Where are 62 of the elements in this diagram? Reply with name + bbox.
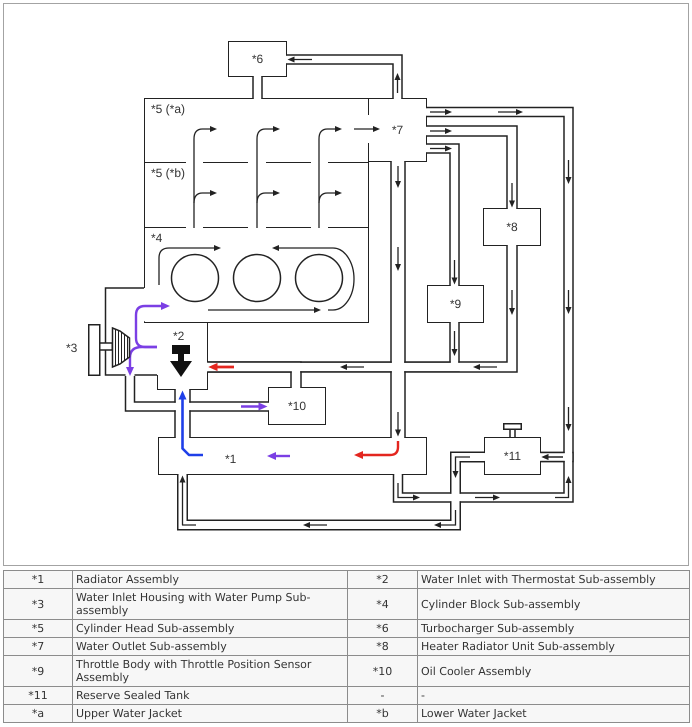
callout-number: *7 — [392, 123, 404, 137]
coolant-pipe — [427, 143, 460, 285]
callout-number: *10 — [288, 399, 306, 413]
coolant-pipe — [287, 54, 403, 98]
coolant-pipe — [177, 452, 484, 530]
part-name-cell: - — [418, 686, 690, 704]
part-name-cell: Water Inlet Housing with Water Pump Sub-assembly — [72, 588, 348, 620]
part-number-cell: *b — [348, 704, 418, 722]
arrow — [318, 190, 342, 228]
part-name-cell: Cylinder Block Sub-assembly — [418, 588, 690, 620]
part-number-cell: *2 — [348, 570, 418, 588]
arrow — [256, 190, 280, 228]
part-number-cell: - — [348, 686, 418, 704]
component-box — [228, 41, 287, 77]
callout-number: *6 — [252, 52, 264, 66]
part-name-cell: Upper Water Jacket — [72, 704, 348, 722]
callout-number: *4 — [151, 231, 162, 245]
coolant-pipe — [124, 376, 268, 412]
part-name-cell: Oil Cooler Assembly — [418, 656, 690, 686]
component-box — [158, 437, 427, 475]
part-number-cell: *11 — [4, 686, 72, 704]
coolant-pipe — [174, 390, 203, 456]
part-number-cell: *1 — [4, 570, 72, 588]
part-name-cell: Lower Water Jacket — [418, 704, 690, 722]
part-number-cell: *8 — [348, 638, 418, 656]
part-number-cell: *6 — [348, 620, 418, 638]
arrow — [354, 126, 380, 132]
coolant-pipe — [427, 125, 518, 208]
component-box — [484, 437, 541, 475]
callout-number: *1 — [225, 452, 236, 466]
callout-number: *8 — [506, 220, 518, 234]
coolant-pipe — [392, 452, 574, 503]
callout-number: *5 (*b) — [151, 166, 186, 180]
part-name-cell: Radiator Assembly — [72, 570, 348, 588]
part-name-cell: Cylinder Head Sub-assembly — [72, 620, 348, 638]
callout-number: *11 — [504, 449, 522, 463]
callout-number: *3 — [66, 341, 78, 355]
part-number-cell: *10 — [348, 656, 418, 686]
part-name-cell: Throttle Body with Throttle Position Sensor Assembly — [72, 656, 348, 686]
part-name-cell: Turbocharger Sub-assembly — [418, 620, 690, 638]
callout-number: *5 (*a) — [151, 102, 186, 116]
coolant-pipe — [390, 162, 406, 437]
part-number-cell: *4 — [348, 588, 418, 620]
part-number-cell: *7 — [4, 638, 72, 656]
part-number-cell: *5 — [4, 620, 72, 638]
arrow — [193, 190, 217, 228]
component-box — [268, 387, 326, 425]
part-name-cell: Water Inlet with Thermostat Sub-assembly — [418, 570, 690, 588]
part-name-cell: Reserve Sealed Tank — [72, 686, 348, 704]
component-box — [483, 208, 541, 246]
part-name-cell: Water Outlet Sub-assembly — [72, 638, 348, 656]
coolant-pipe — [252, 77, 263, 98]
callout-number: *2 — [173, 329, 184, 343]
part-name-cell: Heater Radiator Unit Sub-assembly — [418, 638, 690, 656]
part-number-cell: *3 — [4, 588, 72, 620]
part-number-cell: *a — [4, 704, 72, 722]
callout-number: *9 — [450, 297, 462, 311]
part-number-cell: *9 — [4, 656, 72, 686]
arrow — [134, 302, 170, 348]
component-box — [427, 285, 484, 323]
coolant-pipe — [208, 361, 302, 387]
arrow — [126, 346, 157, 376]
